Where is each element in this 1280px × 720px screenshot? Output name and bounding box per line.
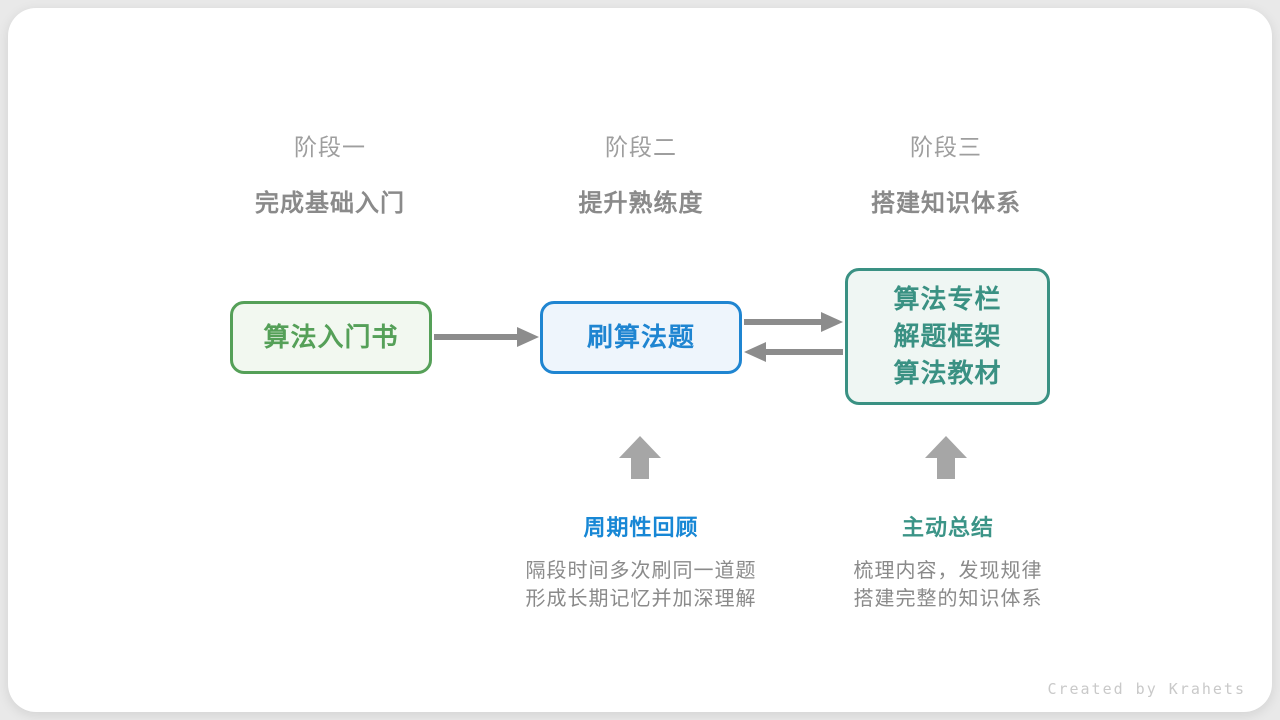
stage-1-header: 阶段一 完成基础入门 xyxy=(190,128,470,218)
stage-2-subtitle: 提升熟练度 xyxy=(578,190,704,217)
node-knowledge-sources-line-1: 算法专栏 xyxy=(893,284,1002,314)
annotation-review-desc-line-1: 隔段时间多次刷同一道题 xyxy=(525,560,757,582)
stage-3-label: 阶段三 xyxy=(910,134,982,160)
stage-2-header: 阶段二 提升熟练度 xyxy=(501,128,781,218)
node-intro-book-label: 算法入门书 xyxy=(263,322,399,352)
node-knowledge-sources-line-2: 解题框架 xyxy=(893,321,1002,351)
node-practice-problems-label: 刷算法题 xyxy=(586,322,695,352)
stage-1-subtitle: 完成基础入门 xyxy=(255,190,405,217)
node-practice-problems: 刷算法题 xyxy=(540,301,742,374)
node-knowledge-sources: 算法专栏 解题框架 算法教材 xyxy=(845,268,1050,405)
annotation-summarize-desc-line-2: 搭建完整的知识体系 xyxy=(853,587,1043,610)
credit-text: Created by Krahets xyxy=(1047,680,1246,698)
stage-3-header: 阶段三 搭建知识体系 xyxy=(806,128,1086,218)
annotation-summarize-desc-line-1: 梳理内容，发现规律 xyxy=(853,560,1043,582)
node-knowledge-sources-line-3: 算法教材 xyxy=(893,358,1002,388)
stage-2-label: 阶段二 xyxy=(605,134,677,160)
annotation-summarize-description: 梳理内容，发现规律 搭建完整的知识体系 xyxy=(768,558,1128,613)
annotation-review-title: 周期性回顾 xyxy=(583,515,699,540)
stage-3-subtitle: 搭建知识体系 xyxy=(871,190,1021,217)
annotation-review-desc-line-2: 形成长期记忆并加深理解 xyxy=(525,587,757,610)
node-intro-book: 算法入门书 xyxy=(230,301,432,374)
annotation-review-description: 隔段时间多次刷同一道题 形成长期记忆并加深理解 xyxy=(461,558,821,613)
annotation-summarize-title: 主动总结 xyxy=(901,515,994,540)
stage-1-label: 阶段一 xyxy=(294,134,366,160)
